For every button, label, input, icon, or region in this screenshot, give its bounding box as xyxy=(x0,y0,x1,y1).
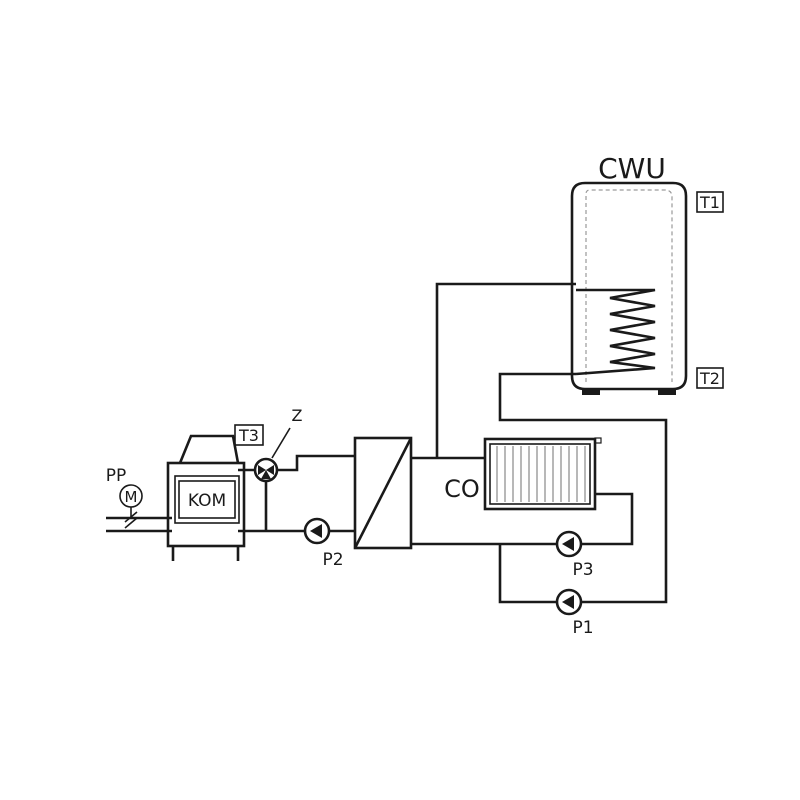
z-label: Z xyxy=(292,406,303,425)
radiator-icon xyxy=(483,437,602,511)
pipe-coil-supply xyxy=(435,282,576,458)
pipe-valve-exchanger xyxy=(277,454,355,472)
motor-icon xyxy=(119,484,143,529)
p2-label: P2 xyxy=(322,550,343,570)
t2-sensor: T2 xyxy=(696,367,724,389)
pipe-coil-return xyxy=(498,372,668,604)
co-label: CO xyxy=(444,475,480,503)
t1-sensor: T1 xyxy=(696,191,724,213)
three-way-valve-icon xyxy=(253,427,291,483)
t1-label: T1 xyxy=(699,193,720,212)
pipe-radiator-return xyxy=(582,492,634,546)
kom-label: KOM xyxy=(188,491,226,511)
coil-icon xyxy=(575,288,656,376)
pump-icon xyxy=(555,588,583,616)
t3-label: T3 xyxy=(238,426,259,445)
t3-sensor: T3 xyxy=(234,424,264,446)
pump-icon xyxy=(555,530,583,558)
pp-label: PP xyxy=(106,466,127,486)
pipe-p1-loop xyxy=(498,544,557,604)
water-tank-icon xyxy=(570,181,688,395)
pump-icon xyxy=(303,517,331,545)
boiler-icon xyxy=(166,434,246,561)
m-label: M xyxy=(125,488,138,506)
cwu-label: CWU xyxy=(598,152,666,185)
p3-label: P3 xyxy=(572,560,593,580)
t2-label: T2 xyxy=(699,369,720,388)
heat-exchanger-icon xyxy=(353,436,413,550)
p1-label: P1 xyxy=(572,618,593,638)
